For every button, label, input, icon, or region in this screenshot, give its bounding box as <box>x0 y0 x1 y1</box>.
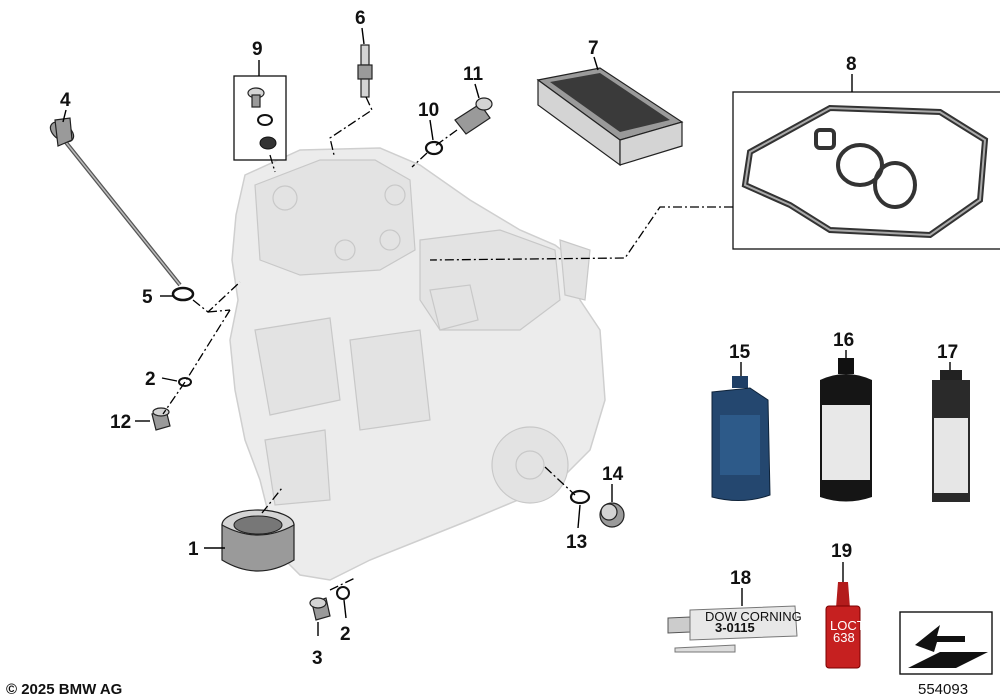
spray-can[interactable] <box>932 370 970 502</box>
callout-17: 17 <box>937 342 958 363</box>
copyright-text: © 2025 BMW AG <box>6 681 122 698</box>
callout-12: 12 <box>110 412 131 433</box>
callout-7: 7 <box>588 38 599 59</box>
coolant-bottle[interactable] <box>820 358 872 502</box>
callout-2-lower: 2 <box>340 624 351 645</box>
callout-13: 13 <box>566 532 587 553</box>
seal-ring-lower[interactable] <box>336 586 350 600</box>
bolt-set-box[interactable] <box>233 75 287 161</box>
callout-18: 18 <box>730 568 751 589</box>
diagram-number: 554093 <box>918 681 968 698</box>
callout-16: 16 <box>833 330 854 351</box>
leader-lines <box>62 27 951 636</box>
tube-label-line2: 3-0115 <box>715 620 755 635</box>
callout-10: 10 <box>418 100 439 121</box>
callout-3: 3 <box>312 648 323 669</box>
loctite-bottle[interactable]: LOCTITE 638 <box>825 582 885 669</box>
callout-8: 8 <box>846 54 857 75</box>
callout-9: 9 <box>252 39 263 60</box>
o-ring-10[interactable] <box>424 140 444 156</box>
o-ring-5[interactable] <box>171 286 195 302</box>
gasket-box[interactable] <box>732 91 1000 250</box>
orientation-icon <box>899 611 993 675</box>
o-ring-13[interactable] <box>569 489 591 505</box>
oil-bottle[interactable] <box>711 376 771 501</box>
plug-14[interactable] <box>599 502 625 528</box>
dash-lines <box>162 96 733 591</box>
callout-1: 1 <box>188 539 199 560</box>
callout-4: 4 <box>60 90 71 111</box>
plug-12[interactable] <box>151 407 171 431</box>
callout-14: 14 <box>602 464 624 485</box>
tube-label-line1: DOW CORNING <box>705 609 802 624</box>
callout-5: 5 <box>142 287 153 308</box>
loctite-number: 638 <box>833 630 855 645</box>
oil-filter[interactable] <box>221 509 295 572</box>
seal-ring-upper[interactable] <box>178 377 192 387</box>
engine-block <box>229 147 606 581</box>
dipstick[interactable] <box>47 117 182 287</box>
callout-15: 15 <box>729 342 751 363</box>
callout-numbers: 1 2 2 3 4 5 6 7 8 9 10 11 12 13 14 15 16… <box>60 8 958 669</box>
sensor-11[interactable] <box>454 97 493 135</box>
callout-6: 6 <box>355 8 366 29</box>
loctite-brand: LOCTITE <box>830 618 885 633</box>
air-filter[interactable] <box>536 67 684 167</box>
callout-19: 19 <box>831 541 852 562</box>
callout-11: 11 <box>463 64 484 85</box>
callout-2-upper: 2 <box>145 369 156 390</box>
spark-plug[interactable] <box>357 44 373 98</box>
drain-plug-3[interactable] <box>309 597 331 621</box>
sealant-tube[interactable]: DOW CORNING 3-0115 <box>667 605 802 653</box>
